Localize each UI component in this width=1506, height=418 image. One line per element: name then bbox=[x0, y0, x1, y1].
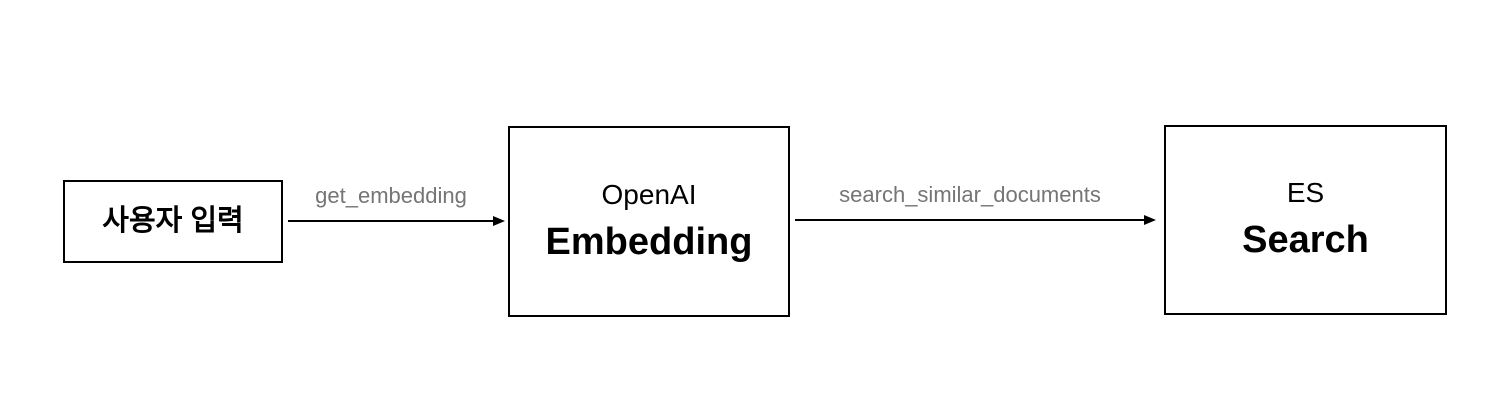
arrow-right-icon bbox=[795, 215, 1156, 225]
node-openai-embedding-title: Embedding bbox=[545, 220, 753, 263]
node-es-search-subtitle: ES bbox=[1286, 177, 1325, 209]
edge-get-embedding-label: get_embedding bbox=[315, 183, 467, 208]
node-openai-embedding: OpenAI Embedding bbox=[508, 126, 790, 317]
node-user-input: 사용자 입력 bbox=[63, 180, 283, 263]
node-user-input-label: 사용자 입력 bbox=[102, 204, 244, 237]
arrow-right-icon bbox=[288, 216, 505, 226]
node-es-search-title: Search bbox=[1242, 219, 1369, 262]
node-es-search: ES Search bbox=[1164, 125, 1447, 315]
node-openai-embedding-subtitle: OpenAI bbox=[601, 178, 697, 210]
edge-search-similar-documents-label: search_similar_documents bbox=[839, 182, 1101, 207]
